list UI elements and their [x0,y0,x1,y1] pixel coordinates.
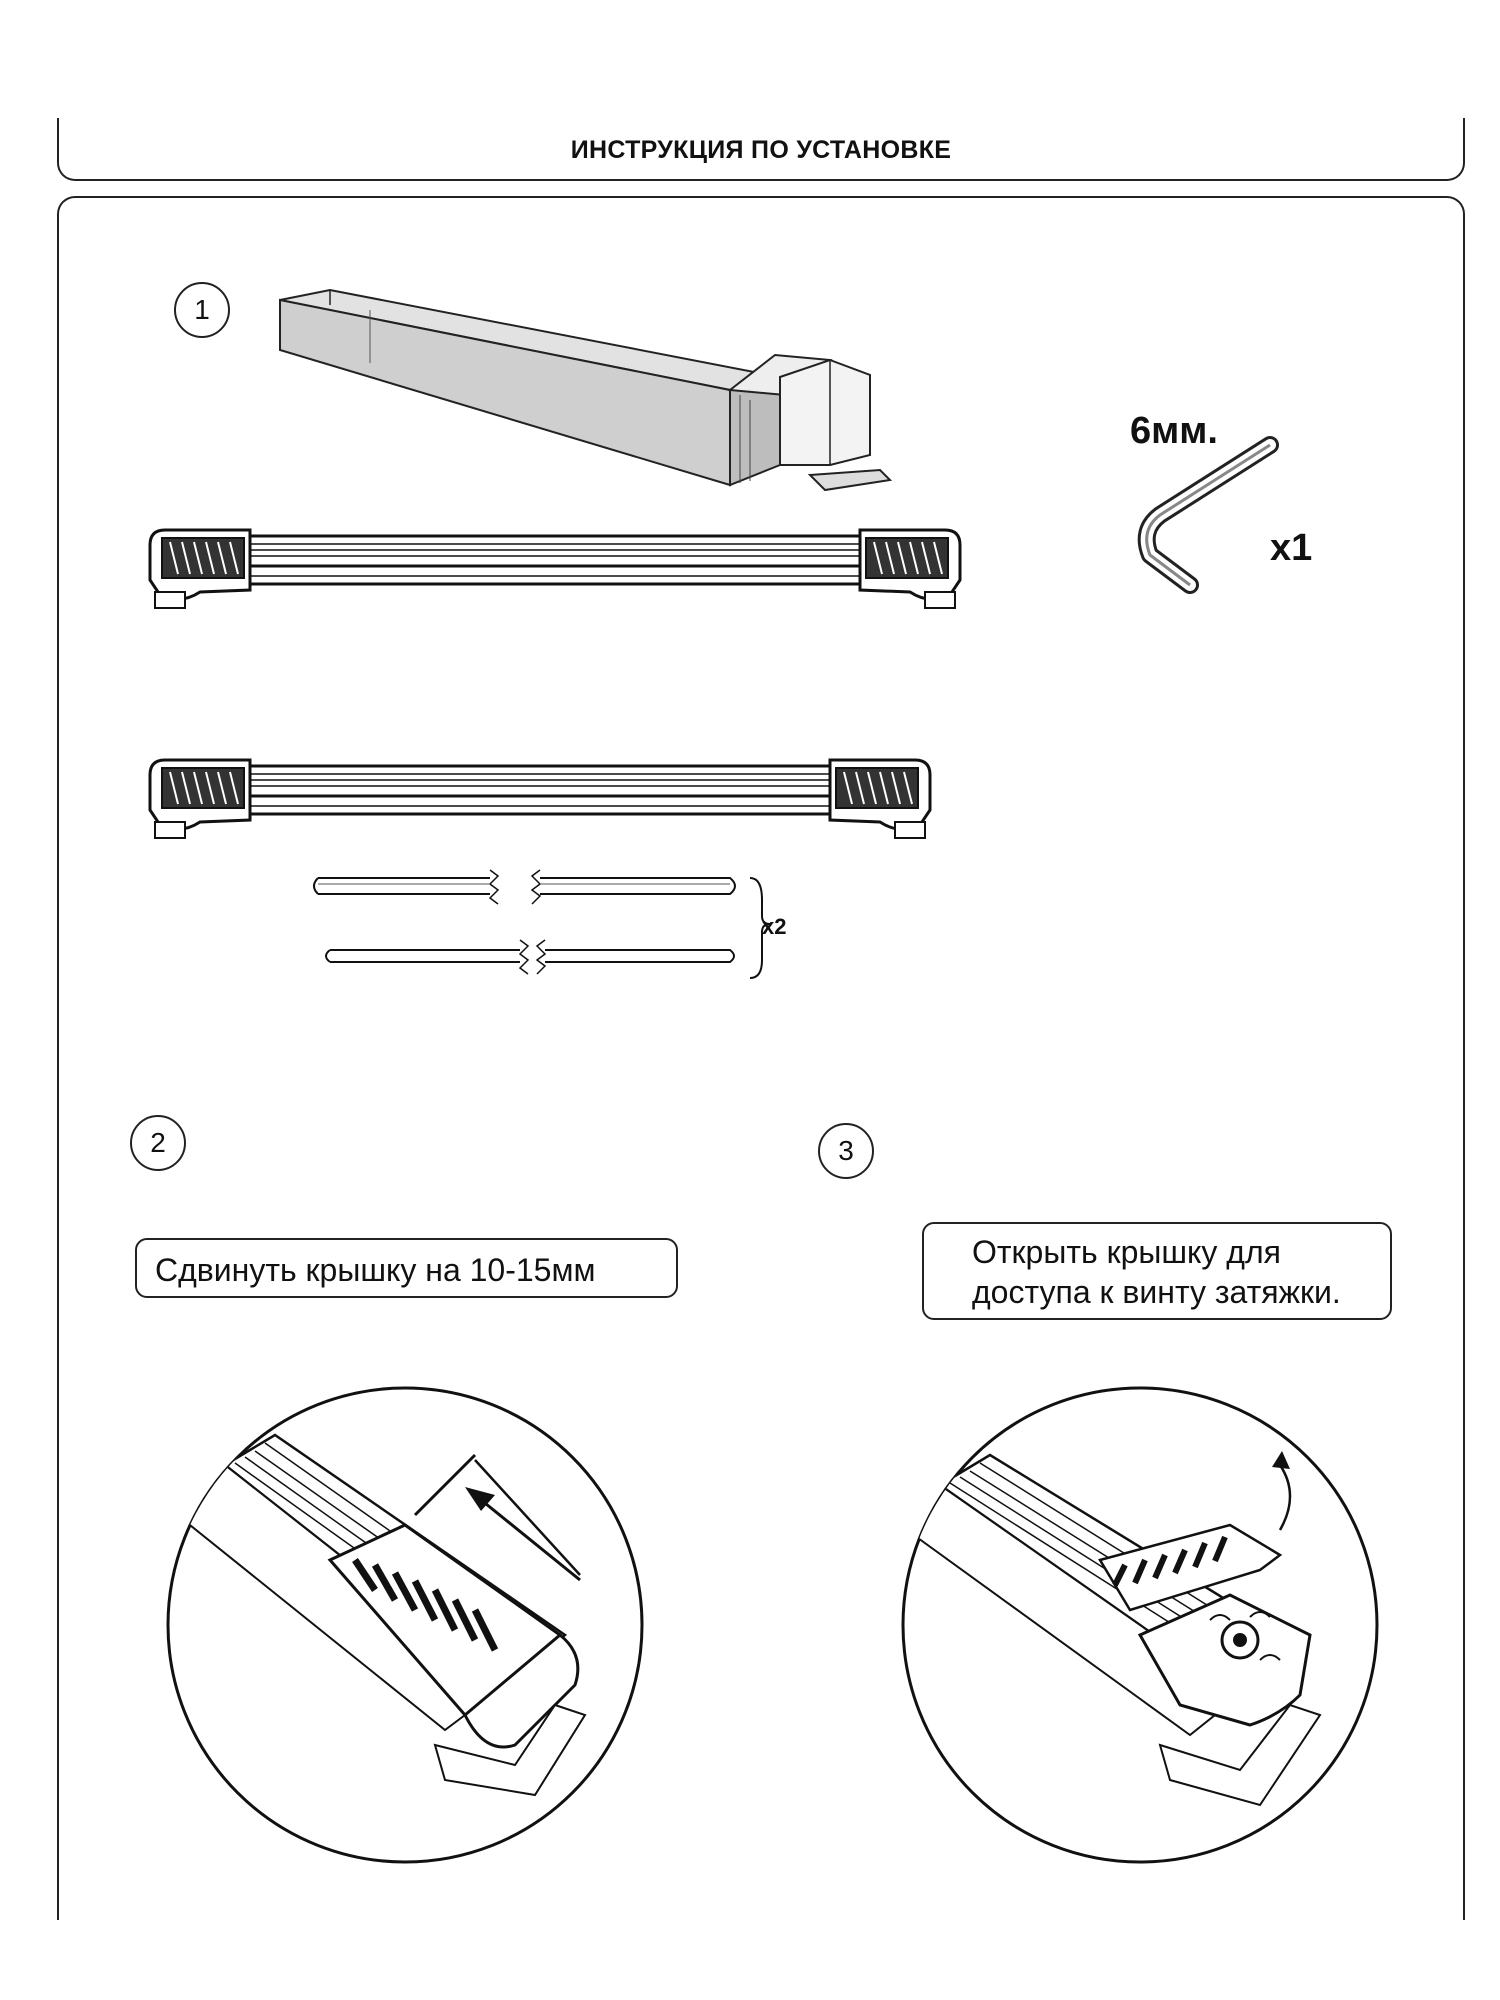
step-2-instruction: Сдвинуть крышку на 10-15мм [155,1252,596,1288]
step-2-instruction-box: Сдвинуть крышку на 10-15мм [135,1238,678,1298]
crossbar-illustration-2 [148,758,932,839]
step-2-number: 2 [130,1115,186,1171]
step-3-number: 3 [818,1123,874,1179]
crossbar-illustration-1 [148,528,962,609]
step-3-instruction-box: Открыть крышку для доступа к винту затяж… [922,1222,1392,1320]
header-frame: ИНСТРУКЦИЯ ПО УСТАНОВКЕ [57,118,1465,181]
step-3-instruction-line-2: доступа к винту затяжки. [972,1274,1341,1310]
strips-quantity-label: x2 [762,914,787,939]
step-2-detail-illustration [166,1386,644,1864]
hex-key-icon [1137,436,1279,594]
step-3-instruction-line-1: Открыть крышку для [972,1234,1281,1270]
step-1-number: 1 [174,282,230,338]
page-title: ИНСТРУКЦИЯ ПО УСТАНОВКЕ [570,136,952,164]
packaging-box-illustration [279,288,893,492]
rubber-strips-illustration [313,869,771,979]
hex-key-quantity-label: x1 [1270,527,1313,569]
content-frame [57,196,1465,1920]
step-3-detail-illustration [901,1386,1379,1864]
hex-key-size-label: 6мм. [1130,410,1218,452]
